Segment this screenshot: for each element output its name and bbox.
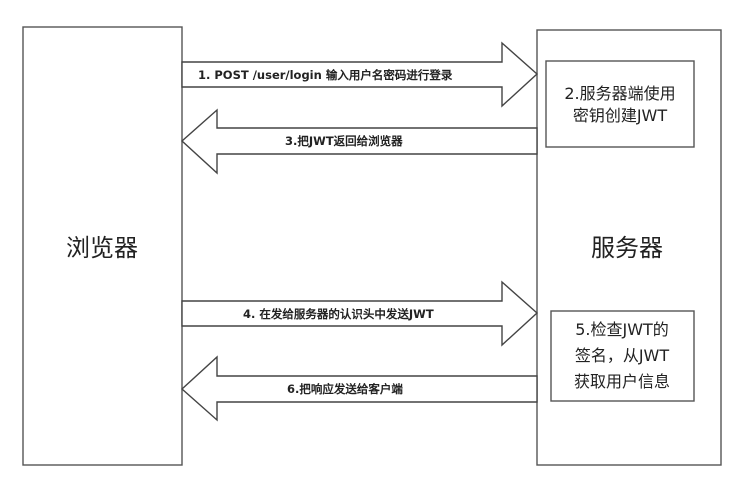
browser-label: 浏览器 [66,234,138,262]
browser-box [22,26,183,466]
send-response-label: 6.把响应发送给客户端 [287,382,403,396]
create-jwt-note-box [545,60,695,148]
create-jwt-note-line-1: 2.服务器端使用 [564,84,675,103]
verify-jwt-note-line-1: 5.检查JWT的 [575,320,669,339]
return-jwt-arrow [180,108,538,175]
verify-jwt-note-line-3: 获取用户信息 [574,372,670,391]
send-jwt-label: 4. 在发给服务器的认识头中发送JWT [243,307,434,321]
create-jwt-note-line-2: 密钥创建JWT [573,106,668,125]
send-response-arrow [180,355,538,422]
verify-jwt-note-box [550,310,695,402]
server-label: 服务器 [591,234,663,262]
login-request-arrow [181,41,539,108]
verify-jwt-note-line-2: 签名，从JWT [575,346,670,365]
login-request-label: 1. POST /user/login 输入用户名密码进行登录 [198,68,453,82]
send-jwt-arrow [181,280,539,347]
return-jwt-label: 3.把JWT返回给浏览器 [285,134,403,148]
